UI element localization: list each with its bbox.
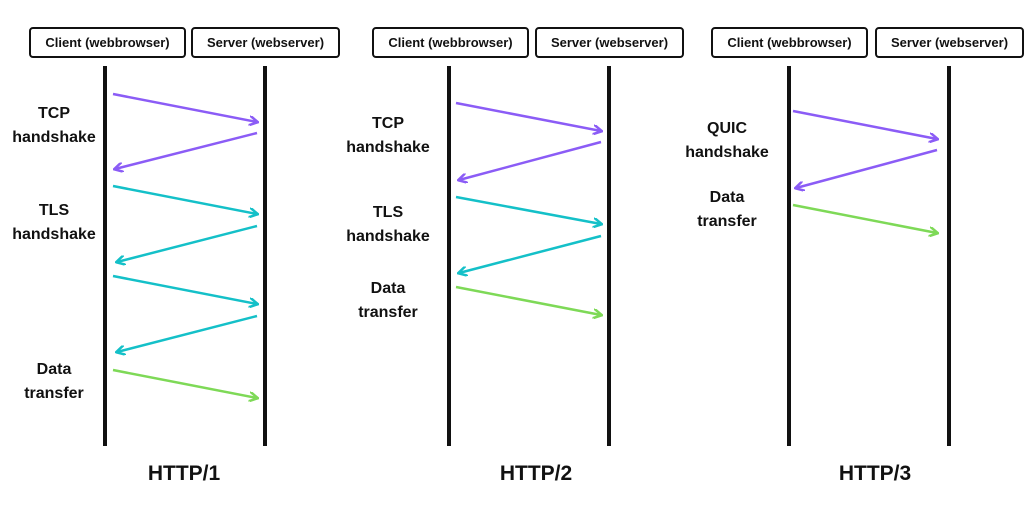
quic-request-arrow bbox=[792, 109, 937, 139]
tcp-request-arrow bbox=[455, 101, 601, 131]
tls-request-arrow bbox=[455, 195, 601, 224]
data-transfer-arrow bbox=[455, 285, 601, 315]
protocol-title: HTTP/3 bbox=[838, 462, 912, 485]
server-box: Server (webserver) bbox=[875, 27, 1024, 58]
tcp-response-arrow bbox=[115, 131, 258, 169]
client-box: Client (webbrowser) bbox=[711, 27, 868, 58]
data-transfer-arrow bbox=[112, 368, 257, 398]
tls-response-arrow bbox=[117, 224, 258, 262]
protocol-title: HTTP/2 bbox=[499, 462, 573, 485]
tcp-response-arrow bbox=[459, 140, 602, 180]
data-transfer-arrow bbox=[792, 203, 937, 233]
server-box: Server (webserver) bbox=[191, 27, 340, 58]
client-box: Client (webbrowser) bbox=[29, 27, 186, 58]
tls-request-arrow bbox=[112, 184, 257, 214]
tls-response-arrow bbox=[117, 314, 258, 352]
tls-response-arrow bbox=[459, 234, 602, 273]
tls-request-arrow bbox=[112, 274, 257, 304]
quic-response-arrow bbox=[796, 148, 938, 188]
tcp-request-arrow bbox=[112, 92, 257, 122]
server-box: Server (webserver) bbox=[535, 27, 684, 58]
protocol-title: HTTP/1 bbox=[147, 462, 221, 485]
client-box: Client (webbrowser) bbox=[372, 27, 529, 58]
